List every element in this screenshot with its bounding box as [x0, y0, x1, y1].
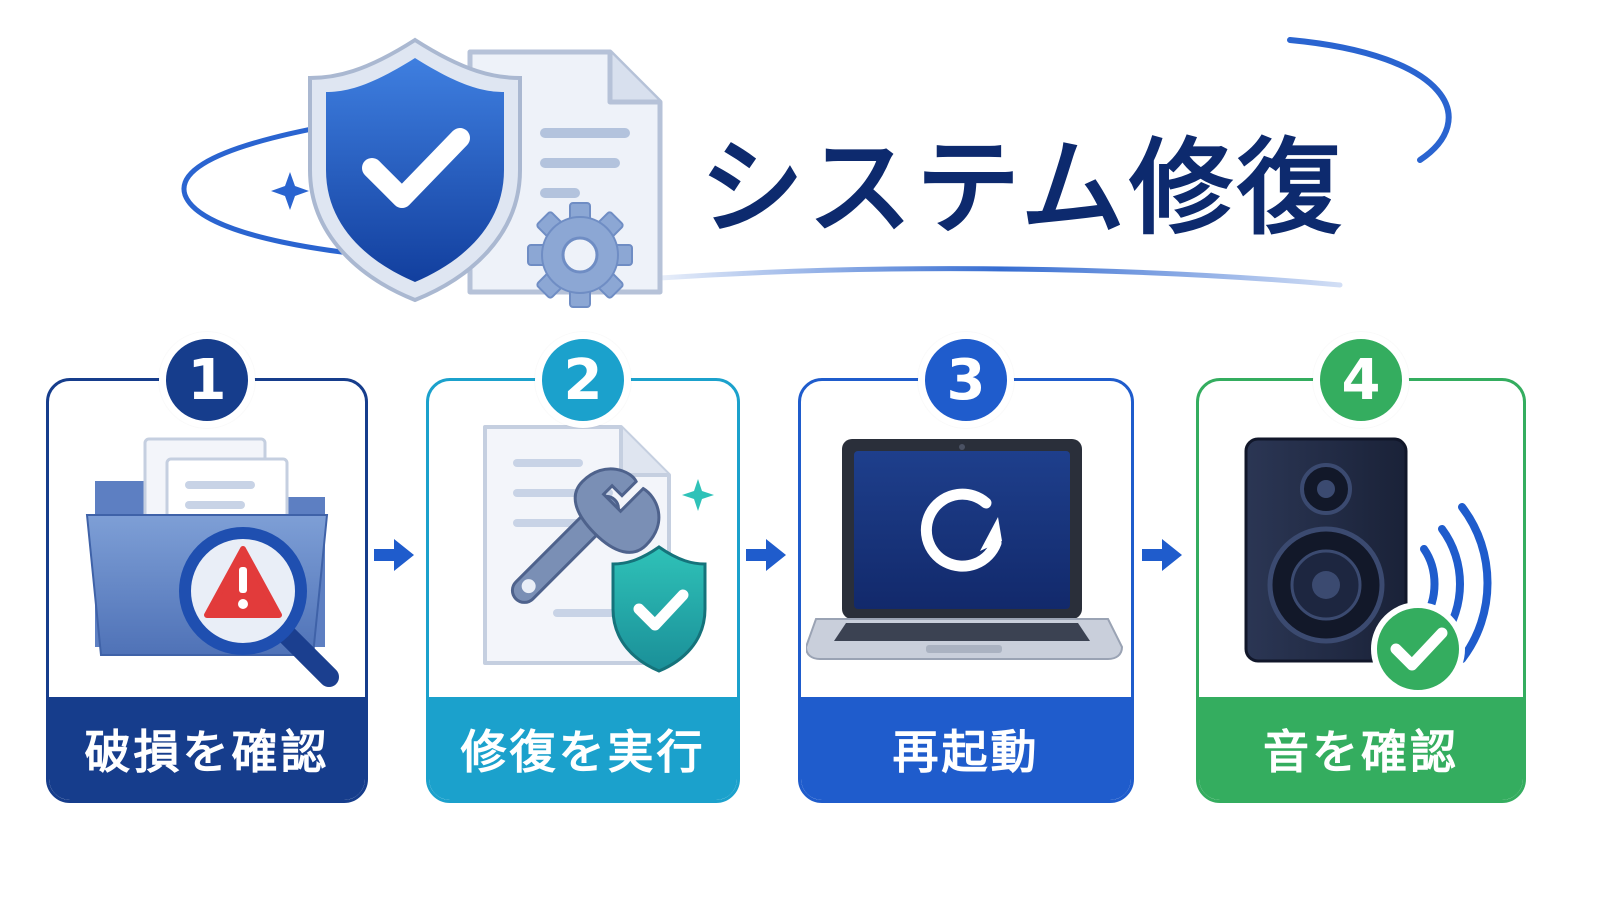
sparkle-icon [271, 172, 309, 210]
step-1-badge: 1 [159, 332, 255, 428]
step-3-label: 再起動 [801, 697, 1131, 800]
sparkle-icon [682, 479, 714, 511]
step-1-illustration [49, 419, 365, 704]
arrow-right-icon [1142, 539, 1182, 571]
hero-graphic [181, 37, 1452, 308]
title-underline [657, 266, 1343, 288]
step-2-frame: 修復を実行 [426, 378, 740, 803]
speaker-check-icon [1244, 437, 1492, 696]
shield-check-icon [308, 37, 522, 303]
hero-banner: システム修復 [0, 0, 1600, 320]
orbit-swoosh-right [1287, 37, 1452, 163]
step-2-card[interactable]: 2 [426, 332, 740, 803]
gear-icon [527, 202, 633, 308]
step-1-label: 破損を確認 [49, 697, 365, 800]
arrow-right-icon [746, 539, 786, 571]
step-3-illustration [801, 419, 1131, 704]
step-4-card[interactable]: 4 音を [1196, 332, 1526, 803]
step-4-badge: 4 [1313, 332, 1409, 428]
step-1-card[interactable]: 1 破損 [46, 332, 368, 803]
step-2-badge: 2 [535, 332, 631, 428]
arrow-right-icon [374, 539, 414, 571]
step-2-illustration [429, 419, 737, 704]
step-4-label: 音を確認 [1199, 697, 1523, 800]
step-2-label: 修復を実行 [429, 697, 737, 800]
step-1-frame: 破損を確認 [46, 378, 368, 803]
folder-magnifier-warning-icon [85, 437, 339, 687]
step-4-frame: 音を確認 [1196, 378, 1526, 803]
step-4-illustration [1199, 419, 1523, 704]
page-title: システム修復 [700, 127, 1345, 249]
document-wrench-shield-icon [483, 425, 714, 673]
laptop-restart-icon [806, 439, 1124, 660]
step-3-badge: 3 [918, 332, 1014, 428]
step-3-card[interactable]: 3 再起動 [798, 332, 1134, 803]
step-3-frame: 再起動 [798, 378, 1134, 803]
